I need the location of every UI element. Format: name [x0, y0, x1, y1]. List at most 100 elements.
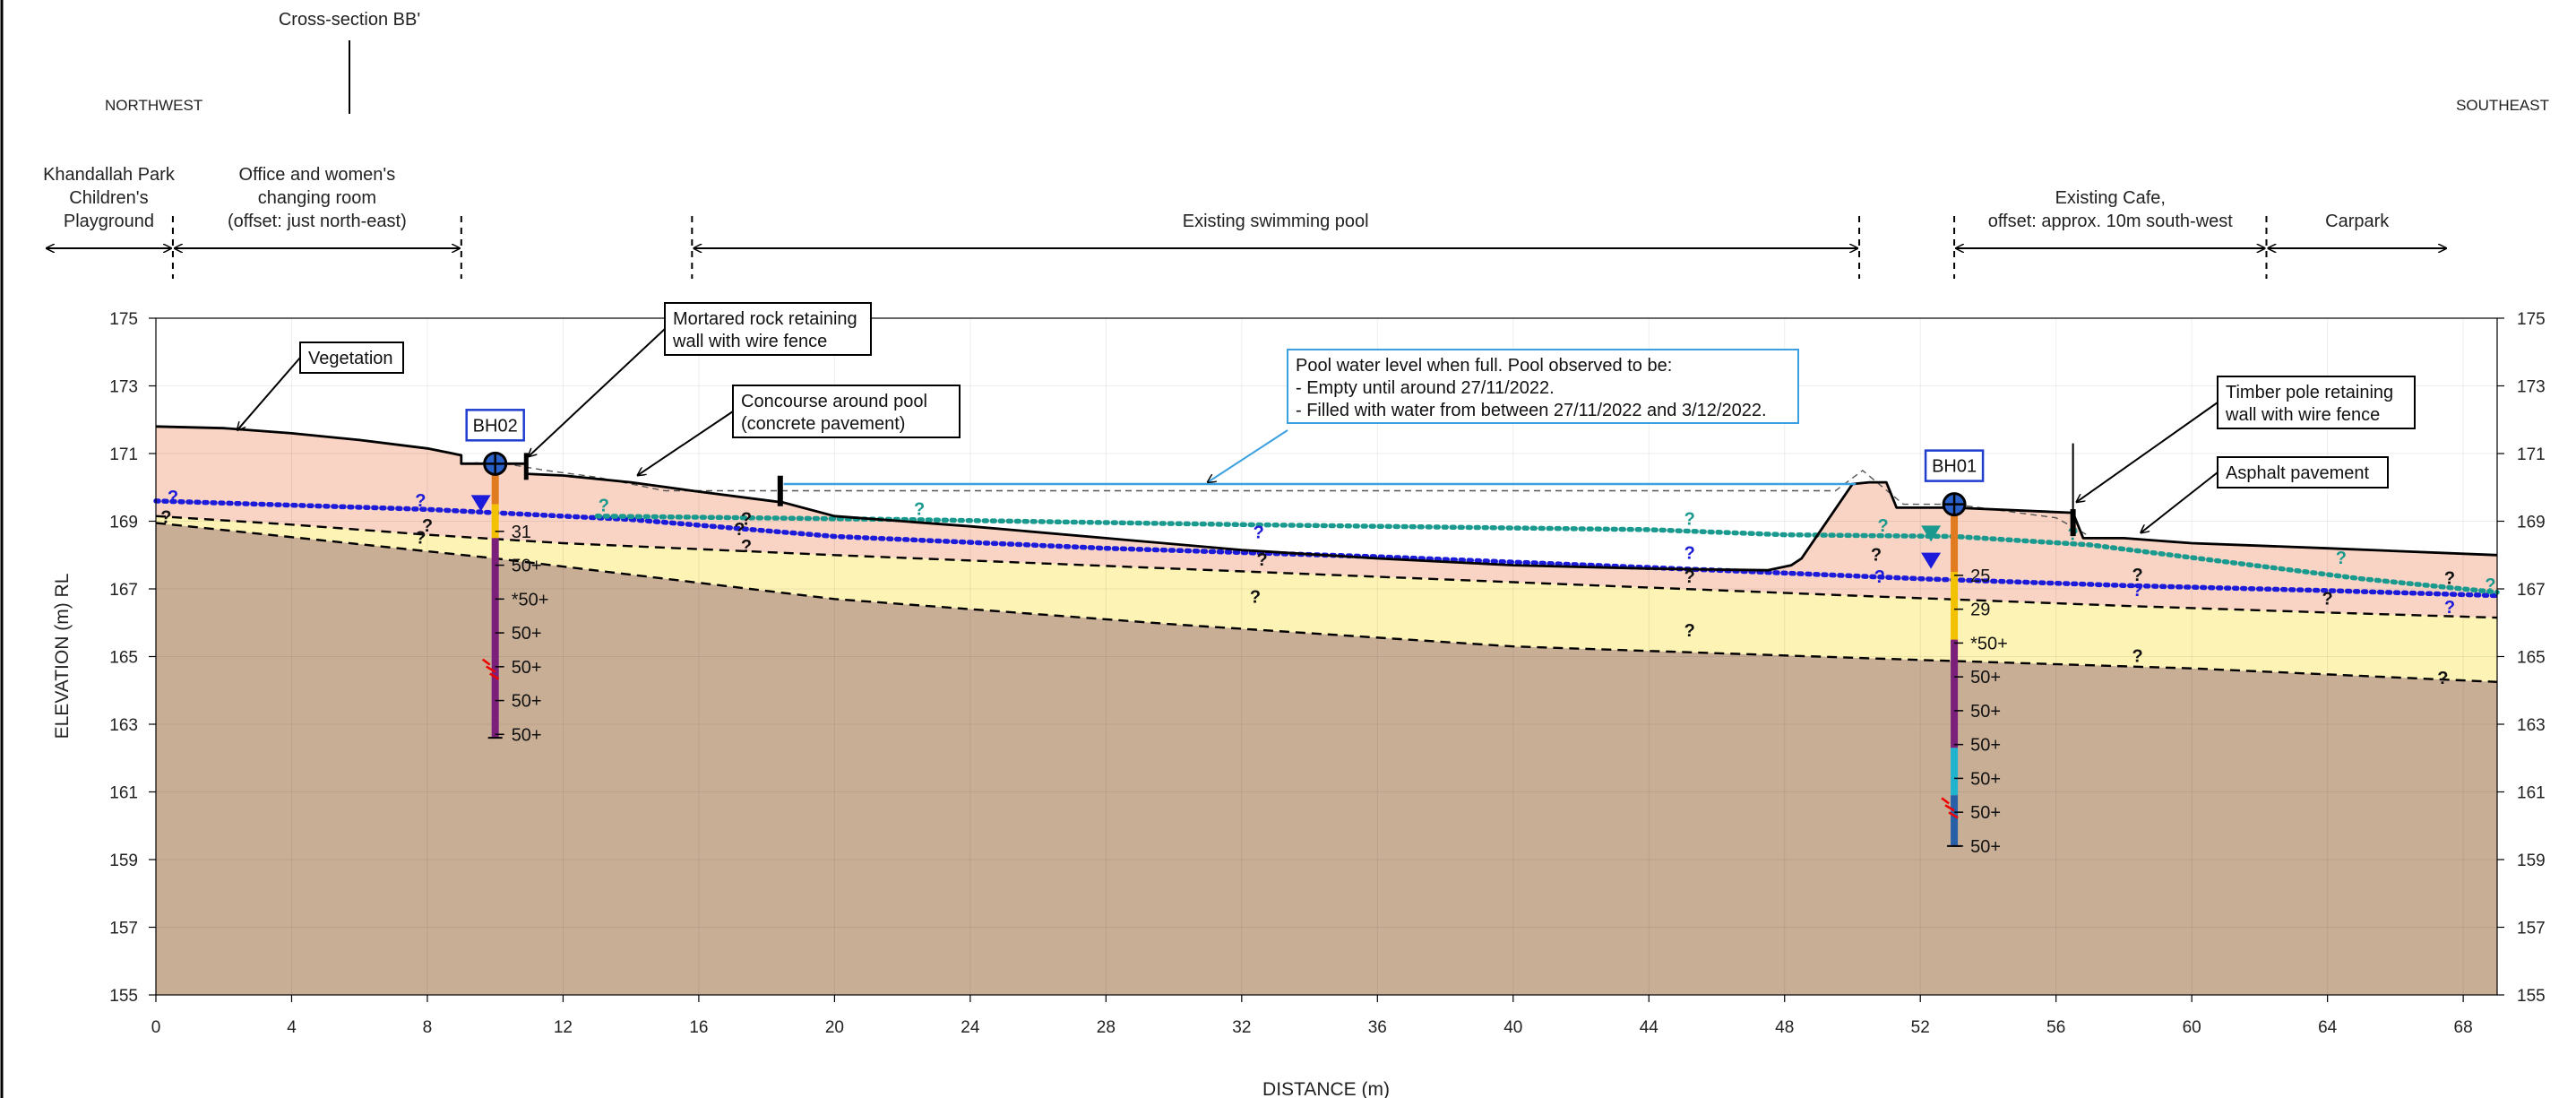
- uncertain-boundary-mark: ?: [741, 510, 752, 530]
- x-tick-label: 28: [1097, 1018, 1116, 1037]
- water-level-marker: [470, 495, 491, 512]
- annotation-leader: [237, 357, 301, 430]
- x-tick-label: 60: [2183, 1018, 2201, 1037]
- annotation-box: [2217, 456, 2389, 488]
- uncertain-boundary-mark: ?: [599, 497, 609, 516]
- bedrock-layer: [156, 523, 2497, 995]
- rock-wall-post: [523, 453, 529, 480]
- y-tick-label-right: 173: [2517, 378, 2546, 397]
- zone-labels: Khandallah ParkChildren'sPlaygroundOffic…: [43, 165, 2446, 279]
- zone-2: Existing swimming pool: [694, 212, 1857, 248]
- x-tick-label: 8: [423, 1018, 433, 1037]
- zone-label: changing room: [258, 188, 376, 208]
- y-tick-label-left: 157: [109, 920, 138, 938]
- borehole-label: BH02: [473, 416, 518, 436]
- uncertain-boundary-mark: ?: [415, 528, 426, 548]
- uncertain-boundary-mark: ?: [2132, 647, 2142, 667]
- zone-label: Children's: [69, 188, 148, 208]
- y-tick-label-right: 175: [2517, 310, 2546, 329]
- y-tick-label-right: 157: [2517, 920, 2546, 938]
- zone-label: (offset: just north-east): [228, 212, 407, 231]
- y-tick-label-right: 159: [2517, 852, 2546, 870]
- x-tick-label: 24: [961, 1018, 980, 1037]
- uncertain-boundary-mark: ?: [1684, 621, 1695, 641]
- uncertain-boundary-mark: ?: [2485, 575, 2495, 595]
- spt-value: 50+: [1970, 736, 2001, 756]
- spt-value: 50+: [512, 658, 542, 678]
- x-tick-label: 52: [1911, 1018, 1930, 1037]
- annotation-0: Vegetation: [237, 342, 404, 430]
- spt-value: 29: [1970, 601, 1990, 620]
- spt-value: *50+: [1970, 634, 2008, 653]
- annotation-box: [664, 302, 872, 356]
- spt-value: 50+: [512, 725, 542, 745]
- ground-surface-line: [155, 425, 2498, 572]
- zone-label: offset: approx. 10m south-west: [1988, 212, 2234, 231]
- zone-4: Carpark: [2268, 212, 2446, 248]
- annotation-text: Timber pole retaining: [2226, 383, 2393, 402]
- y-tick-label-left: 167: [109, 581, 138, 600]
- x-axis-label: DISTANCE (m): [1262, 1079, 1390, 1098]
- grid-lines: [155, 317, 2497, 996]
- annotation-text: Mortared rock retaining: [673, 309, 857, 329]
- x-tick-label: 20: [825, 1018, 844, 1037]
- zone-label: Existing swimming pool: [1183, 212, 1369, 231]
- x-tick-label: 48: [1775, 1018, 1794, 1037]
- uncertain-boundary-mark: ?: [2336, 549, 2347, 568]
- y-tick-label-left: 171: [109, 445, 138, 464]
- annotations: Vegetation Mortared rock retaining wall wi…: [237, 302, 2416, 532]
- uncertain-boundary-mark: ?: [160, 508, 171, 528]
- borehole-label: BH01: [1932, 457, 1977, 477]
- spt-value: 50+: [1970, 769, 2001, 789]
- y-tick-label-right: 167: [2517, 581, 2546, 600]
- residual-soil-layer: [156, 515, 2497, 682]
- uncertain-boundary-mark: ?: [1684, 543, 1695, 563]
- groundwater-line-teal: [594, 514, 2500, 595]
- uncertain-boundary-mark: ?: [741, 537, 752, 557]
- uncertain-boundary-mark: ?: [1874, 567, 1885, 587]
- zone-label: Playground: [64, 212, 154, 231]
- y-tick-label-right: 169: [2517, 514, 2546, 532]
- annotation-leader: [1208, 429, 1288, 482]
- section-title: Cross-section BB': [279, 10, 420, 30]
- uncertain-boundary-mark: ?: [1256, 550, 1267, 570]
- y-tick-label-right: 165: [2517, 649, 2546, 668]
- uncertain-boundary-mark: ?: [415, 491, 426, 511]
- retaining-walls: [523, 443, 2076, 537]
- upper-boundary-dashed: [155, 514, 2498, 619]
- y-tick-label-right: 155: [2517, 987, 2546, 1006]
- annotation-2: Concourse around pool(concrete pavement): [638, 385, 961, 475]
- spt-value: 25: [1970, 566, 1990, 586]
- annotation-text: Pool water level when full. Pool observe…: [1296, 356, 1672, 376]
- y-tick-label-left: 163: [109, 716, 138, 735]
- spt-value: 50+: [1970, 668, 2001, 687]
- spt-value: *50+: [512, 590, 549, 610]
- annotation-3: Pool water level when full. Pool observe…: [1208, 349, 1799, 482]
- annotation-box: [732, 385, 961, 438]
- spt-value: 50+: [1970, 803, 2001, 823]
- annotation-box: [299, 342, 404, 374]
- uncertain-boundary-mark: ?: [2322, 589, 2333, 609]
- uncertain-boundary-mark: ?: [2132, 581, 2142, 601]
- uncertain-boundary-mark: ?: [1877, 516, 1888, 536]
- uncertain-boundary-mark: ?: [914, 499, 925, 519]
- timber-wall-post: [2070, 509, 2076, 537]
- plot-area: ?????????????????????????????? 3150+*50+…: [109, 310, 2545, 1037]
- annotation-text: - Filled with water from between 27/11/2…: [1296, 401, 1767, 420]
- fill-layer: [156, 426, 2497, 618]
- annotation-text: wall with wire fence: [672, 332, 827, 351]
- soil-layers: [156, 318, 2497, 995]
- y-tick-label-left: 173: [109, 378, 138, 397]
- orientation-southeast: SOUTHEAST: [2456, 97, 2549, 114]
- uncertain-boundary-mark: ?: [2132, 566, 2142, 585]
- y-tick-label-right: 161: [2517, 784, 2546, 803]
- x-tick-label: 4: [287, 1018, 297, 1037]
- spt-value: 50+: [1970, 837, 2001, 857]
- x-tick-label: 16: [689, 1018, 708, 1037]
